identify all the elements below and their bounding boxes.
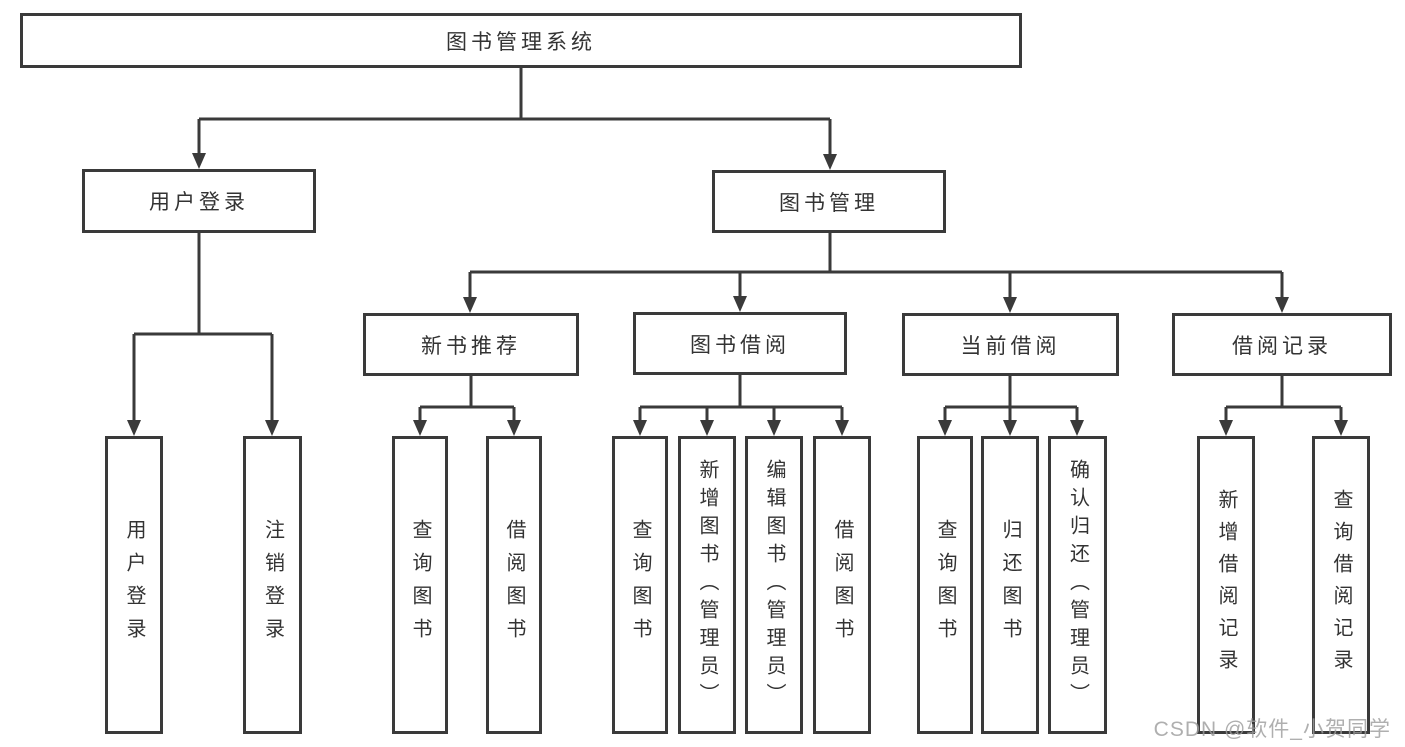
node-label: 查询借阅记录 [1330, 489, 1352, 681]
node-label: 当前借阅 [960, 334, 1061, 358]
node-label: 新书推荐 [421, 334, 521, 358]
node-label: 编辑图书（管理员） [763, 459, 785, 711]
node-label: 确认归还（管理员） [1066, 459, 1089, 711]
node-leaf-return-books: 归还图书 [981, 436, 1039, 734]
node-leaf-query-books-2: 查询图书 [612, 436, 668, 734]
node-label: 查询图书 [934, 519, 956, 651]
node-label: 图书管理 [779, 191, 879, 215]
node-label: 归还图书 [999, 519, 1021, 651]
node-leaf-borrow-books-2: 借阅图书 [813, 436, 871, 734]
node-label: 借阅记录 [1232, 334, 1332, 358]
node-leaf-add-books-admin: 新增图书（管理员） [678, 436, 736, 734]
node-book-borrowing: 图书借阅 [633, 312, 847, 375]
node-label: 查询图书 [409, 519, 431, 651]
node-leaf-logout: 注销登录 [243, 436, 302, 734]
node-label: 借阅图书 [831, 519, 853, 651]
node-leaf-confirm-return-admin: 确认归还（管理员） [1048, 436, 1107, 734]
node-current-borrowing: 当前借阅 [902, 313, 1119, 376]
node-label: 图书管理系统 [446, 30, 596, 54]
node-label: 用户登录 [149, 191, 249, 214]
node-label: 新增借阅记录 [1215, 489, 1237, 681]
node-label: 新增图书（管理员） [696, 459, 718, 711]
node-label: 图书借阅 [690, 333, 790, 357]
node-leaf-user-login: 用户登录 [105, 436, 163, 734]
node-label: 注销登录 [261, 519, 284, 651]
node-user-login: 用户登录 [82, 169, 316, 233]
node-label: 用户登录 [123, 519, 145, 651]
node-borrowing-records: 借阅记录 [1172, 313, 1392, 376]
node-new-book-recommend: 新书推荐 [363, 313, 579, 376]
node-book-management: 图书管理 [712, 170, 946, 233]
node-label: 查询图书 [629, 519, 651, 651]
node-leaf-edit-books-admin: 编辑图书（管理员） [745, 436, 803, 734]
node-leaf-query-books-3: 查询图书 [917, 436, 973, 734]
csdn-watermark: CSDN @软件_小贺同学 [1153, 718, 1391, 741]
node-label: 借阅图书 [503, 519, 525, 651]
node-leaf-query-books-1: 查询图书 [392, 436, 448, 734]
node-leaf-add-borrow-record: 新增借阅记录 [1197, 436, 1255, 734]
node-library-management-system: 图书管理系统 [20, 13, 1022, 68]
node-leaf-borrow-books-1: 借阅图书 [486, 436, 542, 734]
arrowheads [127, 153, 1348, 436]
node-leaf-query-borrow-record: 查询借阅记录 [1312, 436, 1370, 734]
